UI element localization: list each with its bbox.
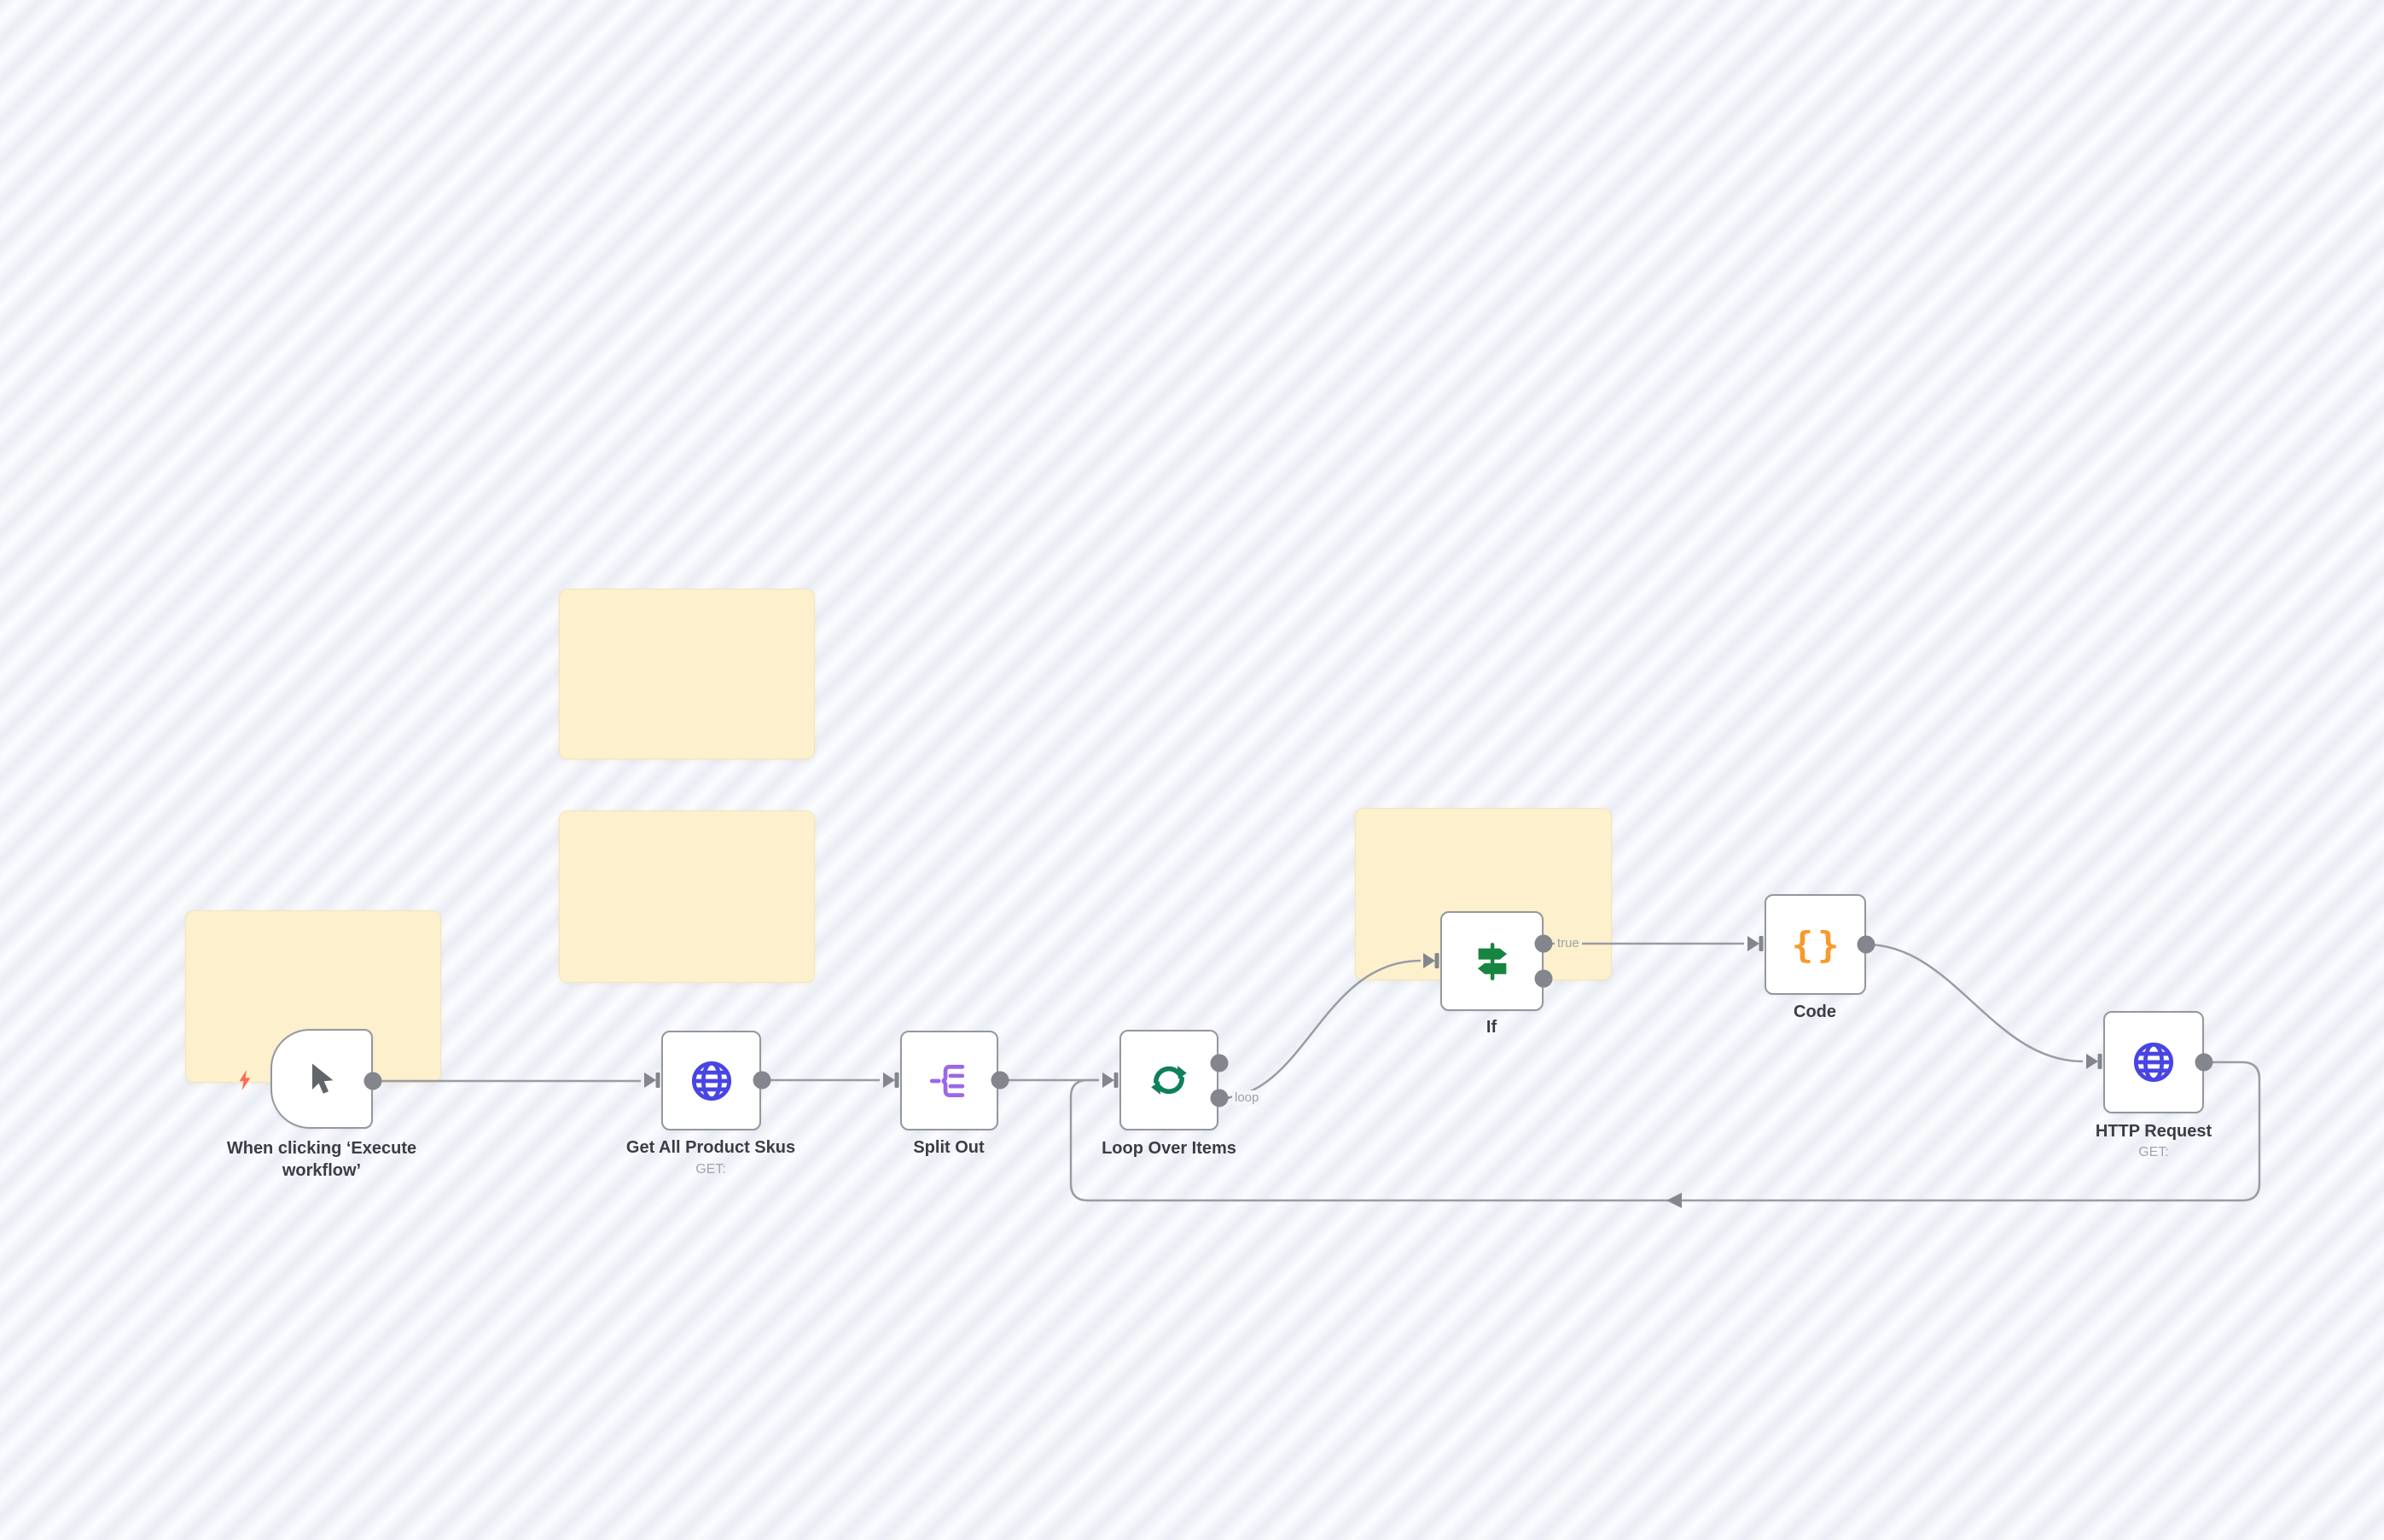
split-out-icon — [929, 1064, 964, 1097]
node-label-http-request: HTTP Request — [2095, 1122, 2212, 1141]
globe-icon — [2133, 1042, 2174, 1083]
port-in-getall[interactable] — [644, 1072, 660, 1088]
loop-output-arrow-icon — [1222, 1093, 1230, 1103]
node-subtitle-http-request: GET: — [2138, 1145, 2169, 1159]
output-label-loop: loop — [1232, 1090, 1262, 1106]
connection-loop-to-if[interactable] — [1218, 959, 1422, 1100]
port-in-splitout[interactable] — [883, 1072, 899, 1088]
port-in-http[interactable] — [2086, 1054, 2102, 1069]
connection-code-to-http[interactable] — [1865, 943, 2084, 1063]
node-http-request[interactable] — [2103, 1011, 2204, 1113]
node-label-split-out: Split Out — [913, 1138, 985, 1157]
node-code[interactable]: {} — [1765, 894, 1866, 995]
lightning-bolt-icon — [237, 1069, 253, 1091]
node-split-out[interactable] — [900, 1031, 998, 1130]
globe-icon — [691, 1061, 731, 1101]
sticky-note[interactable] — [559, 811, 815, 983]
node-label-code: Code — [1794, 1002, 1836, 1021]
port-in-code[interactable] — [1747, 936, 1764, 951]
node-label-loop-over-items: Loop Over Items — [1102, 1139, 1236, 1158]
cursor-icon — [312, 1063, 334, 1094]
node-subtitle-get-all-product-skus: GET: — [695, 1162, 726, 1177]
return-arrow-icon — [1666, 1193, 1682, 1208]
signpost-icon — [1477, 942, 1507, 980]
node-manual-trigger[interactable] — [270, 1029, 373, 1129]
node-if[interactable] — [1440, 911, 1544, 1011]
node-get-all-product-skus[interactable] — [661, 1031, 761, 1130]
loop-icon — [1151, 1066, 1187, 1095]
sticky-note[interactable] — [559, 589, 815, 759]
output-label-true: true — [1555, 936, 1582, 951]
port-in-loop[interactable] — [1102, 1072, 1119, 1088]
node-label-manual-trigger: When clicking ‘Execute workflow’ — [226, 1139, 417, 1180]
node-label-if: If — [1486, 1018, 1497, 1037]
code-braces-icon: {} — [1791, 923, 1844, 966]
node-label-get-all-product-skus: Get All Product Skus — [625, 1138, 796, 1157]
node-loop-over-items[interactable] — [1119, 1030, 1218, 1130]
connection-http-back-to-loop[interactable] — [1069, 1061, 2261, 1202]
